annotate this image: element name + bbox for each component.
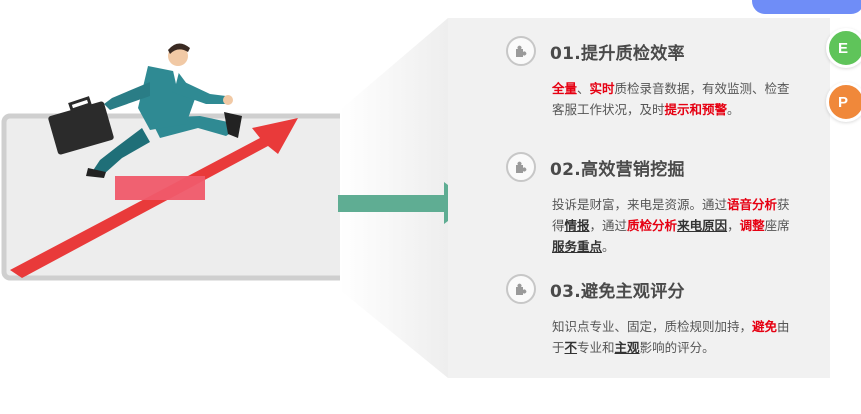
description-segment: 投诉是财富，来电是资源。通过 xyxy=(552,197,728,212)
description-segment: 服务重点 xyxy=(552,239,603,254)
description-segment: 全量 xyxy=(552,81,578,96)
description-segment: 避免 xyxy=(752,319,778,334)
description-segment: 影响的评分。 xyxy=(639,340,715,355)
description-segment: 专业和 xyxy=(577,340,615,355)
puzzle-icon xyxy=(506,36,536,66)
description-segment: ，通过 xyxy=(589,218,628,233)
description-segment: 语音分析 xyxy=(727,197,778,212)
description-segment: 调整 xyxy=(739,218,765,233)
briefcase-icon xyxy=(48,96,114,155)
description-segment: 由于 xyxy=(552,319,790,355)
top-pill-button[interactable] xyxy=(752,0,861,14)
feature-2: 02.高效营销挖掘 投诉是财富，来电是资源。通过语音分析获得情报，通过质检分析来… xyxy=(506,150,806,257)
description-segment: 获得 xyxy=(552,197,790,233)
description-segment: ， xyxy=(727,218,740,233)
description-segment: 。 xyxy=(727,102,740,117)
description-segment: 知识点专业、固定，质检规则加持， xyxy=(552,319,753,334)
description-segment: 不 xyxy=(564,340,578,355)
description-segment: 座席 xyxy=(764,218,790,233)
description-segment: 、 xyxy=(577,81,590,96)
excel-button[interactable]: E xyxy=(826,28,861,68)
ppt-button[interactable]: P xyxy=(826,82,861,122)
feature-3: 03.避免主观评分 知识点专业、固定，质检规则加持，避免由于不专业和主观影响的评… xyxy=(506,272,806,358)
description-segment: 实时 xyxy=(589,81,615,96)
feature-title: 01.提升质检效率 xyxy=(550,43,685,64)
description-segment: 质检录音数据，有效监测、检查客服工作状况，及时 xyxy=(552,81,790,117)
puzzle-icon xyxy=(506,274,536,304)
ppt-icon: P xyxy=(837,93,848,111)
excel-icon: E xyxy=(837,39,848,57)
description-segment: 。 xyxy=(602,239,615,254)
feature-title: 02.高效营销挖掘 xyxy=(550,159,685,180)
description-segment: 情报 xyxy=(564,218,590,233)
feature-1: 01.提升质检效率 全量、实时质检录音数据，有效监测、检查客服工作状况，及时提示… xyxy=(506,34,806,120)
feature-panel xyxy=(448,18,830,378)
description-segment: 质检分析 xyxy=(627,218,678,233)
description-segment: 主观 xyxy=(614,340,640,355)
puzzle-icon xyxy=(506,152,536,182)
pink-bar xyxy=(115,176,205,200)
feature-description: 知识点专业、固定，质检规则加持，避免由于不专业和主观影响的评分。 xyxy=(552,316,792,358)
description-segment: 提示和预警 xyxy=(664,102,728,117)
businessman-running xyxy=(86,43,242,178)
green-right-arrow xyxy=(338,182,472,224)
feature-description: 投诉是财富，来电是资源。通过语音分析获得情报，通过质检分析来电原因，调整座席服务… xyxy=(552,194,792,257)
description-segment: 来电原因 xyxy=(677,218,728,233)
feature-title: 03.避免主观评分 xyxy=(550,281,685,302)
feature-description: 全量、实时质检录音数据，有效监测、检查客服工作状况，及时提示和预警。 xyxy=(552,78,792,120)
